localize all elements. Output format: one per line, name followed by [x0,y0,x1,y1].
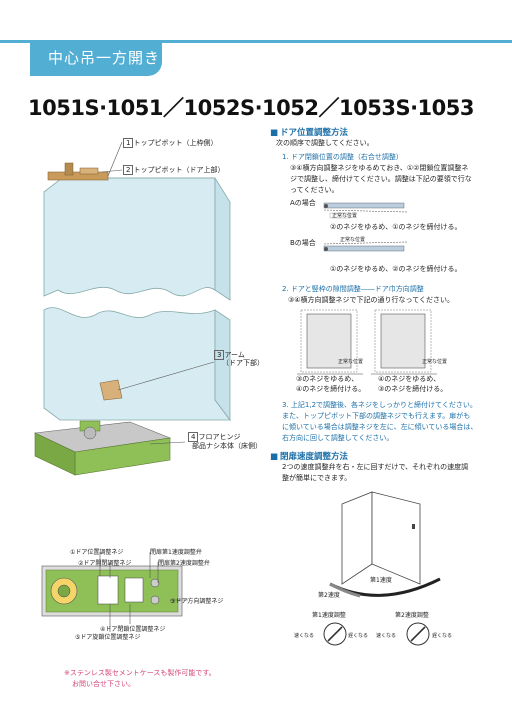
step3-line2: また、トップピボット下部の調整ネジでも行えます。扉がも [282,412,471,420]
gap-diagrams [297,309,437,375]
case-b-correct: 正常な位置 [340,237,366,243]
case-a-note: ②のネジをゆるめ、①のネジを締付ける。 [330,223,462,231]
label-position-screw: ①ドア位置調整ネジ [70,549,124,556]
glass-panel-lower [43,307,231,421]
step2-body: ③④横方向調整ネジで下記の通り行なってください。 [288,296,454,304]
page-title: 1051S·1051／1052S·1052／1053S·1053 [28,96,475,120]
gap-right-correct: 正常な位置 [422,359,448,365]
step2-heading: 2. ドアと竪枠の隙間調整――ドア巾方向調整 [282,285,424,293]
gap-right-note-1: ④のネジをゆるめ、 [378,375,441,383]
speed-line2: 整が簡単にできます。 [282,474,352,482]
step3-line3: に傾いている場合は調整ネジを左に、左に傾いている場合は、 [282,423,478,431]
label-direction-screw: ③ドア方向調整ネジ [170,598,224,605]
label-open-close-screw: ②ドア開閉調整ネジ [78,560,132,567]
section-door-position: ドア位置調整方法 [270,126,348,138]
footnote-1: ※ステンレス製セメントケースも製作可能です。 [64,669,216,677]
valve1-fast: 遅くなる [348,633,369,639]
step1-line2: ジで調整し、締付けてください。調整は下記の要領で行な [290,175,472,183]
case-b-diagram [323,241,408,252]
case-b-note: ①のネジをゆるめ、②のネジを締付ける。 [330,265,462,273]
case-a-correct: 正常な位置 [332,213,358,219]
step1-line3: ってください。 [290,186,339,194]
step3-line1: 3. 上記1,2で調整後、各ネジをしっかりと締付けてください。 [282,401,477,409]
valve2-label: 第2速度調整 [395,612,429,619]
speed1-label: 第1速度 [370,577,392,584]
valve1-slow: 速くなる [294,633,315,639]
label-close-position-screw: ④ドア閉鎖位置調整ネジ [100,626,166,633]
header-rule [0,40,512,43]
case-a-label: Aの場合 [290,199,316,207]
speed2-label: 第2速度 [318,592,340,599]
label-chain-screw: ⑤ドア旋鎖位置調整ネジ [75,634,141,641]
label-speed2-valve: 閉扉第2速度調整弁 [158,560,210,567]
section-closing-speed: 閉扉速度調整方法 [270,450,348,462]
valve2-fast: 遅くなる [432,633,453,639]
glass-panel-upper [43,177,216,297]
floor-hinge-topview [41,552,188,632]
label-speed1-valve: 閉扉第1速度調整弁 [150,549,202,556]
valve-knobs [323,622,430,646]
gap-right-note-2: ③のネジを締付ける。 [378,385,448,393]
case-b-label: Bの場合 [290,239,316,247]
valve2-slow: 速くなる [376,633,397,639]
step1-heading: 1. ドア閉鎖位置の調整（右合せ調整） [282,153,403,161]
speed-door-diagram [329,491,441,598]
label-arm-sub: （ドア下部） [222,359,264,367]
top-pivot [47,171,109,181]
step3-line4: 右方向に回して調整してください。 [282,434,394,442]
gap-left-note-1: ③のネジをゆるめ、 [296,375,359,383]
arm-part [99,379,123,401]
door-illustration [33,141,231,476]
gap-left-note-2: ④のネジを締付ける。 [296,385,366,393]
valve1-label: 第1速度調整 [312,612,346,619]
header-tab: 中心吊一方開き [30,40,162,76]
footnote-2: お問い合せ下さい。 [72,680,135,688]
gap-left-correct: 正常な位置 [338,359,364,365]
case-a-diagram [323,202,408,219]
intro-text: 次の順序で調整してください。 [276,139,374,147]
label-floor-hinge-sub: 部品ナシ本体（床側） [192,442,262,450]
speed-line1: 2つの速度調整弁を右・左に回すだけで、それぞれの速度調 [282,463,469,471]
step1-line1: ③④横方向調整ネジをゆるめておき、①②閉鎖位置調整ネ [290,164,469,172]
